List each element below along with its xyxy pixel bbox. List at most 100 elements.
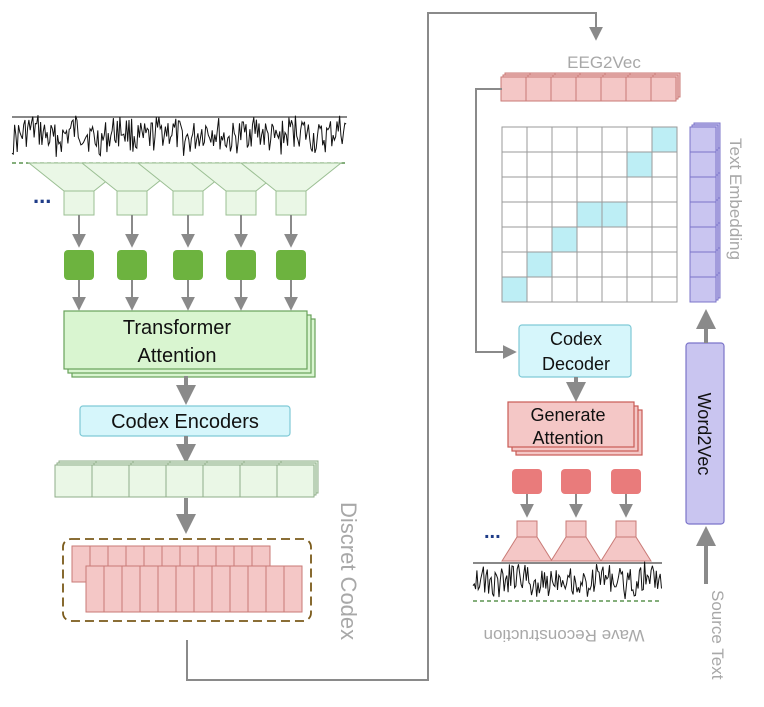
eeg2vec-vector <box>500 72 681 102</box>
matrix-cell <box>526 201 553 228</box>
deconv-kernel-box <box>615 520 637 538</box>
matrix-cell <box>626 276 653 303</box>
matrix-cell <box>651 226 678 253</box>
deconv-funnel <box>600 536 652 562</box>
matrix-cell <box>501 126 528 153</box>
codex-to-eeg2vec-connector <box>186 12 603 681</box>
matrix-cell <box>526 126 553 153</box>
matrix-cell <box>651 176 678 203</box>
matrix-cell <box>551 151 578 178</box>
matrix-cell <box>576 251 603 278</box>
matrix-cell <box>651 251 678 278</box>
deconv-kernel-box <box>516 520 538 538</box>
codex-decoder-line2: Decoder <box>542 354 610 374</box>
matrix-cell <box>601 176 628 203</box>
conv-kernel-box <box>275 190 307 216</box>
eeg2vec-cell <box>650 76 677 102</box>
matrix-cell <box>601 276 628 303</box>
codex-cell-front <box>283 565 303 613</box>
green-token <box>276 250 306 280</box>
green-token <box>173 250 203 280</box>
text-embedding-cell <box>689 176 717 203</box>
deconv-filters <box>501 520 652 562</box>
matrix-cell <box>551 176 578 203</box>
deconv-funnel <box>550 536 602 562</box>
word2vec-label: Word2Vec <box>694 393 714 476</box>
eeg2vec-cell <box>525 76 552 102</box>
transformer-label-line1: Transformer <box>123 317 232 339</box>
wave-reconstruction-label: Wave Reconstruction <box>484 626 645 645</box>
matrix-cell <box>601 126 628 153</box>
encoded-token-cell <box>202 464 241 498</box>
text-embedding-cell <box>689 201 717 228</box>
left-eeg-waveform <box>11 115 347 157</box>
matrix-cell <box>651 276 678 303</box>
matrix-cell <box>576 176 603 203</box>
eeg2vec-cell <box>600 76 627 102</box>
similarity-matrix <box>501 126 678 303</box>
matrix-cell <box>551 201 578 228</box>
text-embedding-cell <box>689 251 717 278</box>
matrix-cell <box>576 126 603 153</box>
red-token <box>512 469 542 494</box>
codex-cell-front <box>157 565 177 613</box>
matrix-cell <box>501 201 528 228</box>
matrix-cell <box>551 226 578 253</box>
codex-cell-front <box>265 565 285 613</box>
feature-tokens <box>64 215 306 311</box>
text-embedding-vector <box>689 122 721 303</box>
transformer-label-line2: Attention <box>138 345 217 367</box>
eeg2vec-cell <box>625 76 652 102</box>
encoded-token-cell <box>54 464 93 498</box>
matrix-cell <box>626 251 653 278</box>
matrix-cell <box>501 151 528 178</box>
right-ellipsis: ... <box>484 521 501 543</box>
matrix-cell <box>526 251 553 278</box>
matrix-cell <box>601 226 628 253</box>
matrix-cell <box>526 276 553 303</box>
matrix-cell <box>501 226 528 253</box>
codex-cell-front <box>175 565 195 613</box>
conv-filters <box>27 162 343 216</box>
eeg2vec-label: EEG2Vec <box>567 53 641 72</box>
matrix-cell <box>626 126 653 153</box>
matrix-cell <box>551 276 578 303</box>
codex-encoders-block: Codex Encoders <box>79 405 291 437</box>
codex-cell-front <box>247 565 267 613</box>
deconv-funnel <box>501 536 553 562</box>
deconv-kernel-box <box>565 520 587 538</box>
matrix-cell <box>576 276 603 303</box>
generate-label-line1: Generate <box>530 405 605 425</box>
codex-cell-front <box>211 565 231 613</box>
matrix-cell <box>601 151 628 178</box>
matrix-cell <box>626 151 653 178</box>
conv-kernel-box <box>225 190 257 216</box>
matrix-cell <box>626 226 653 253</box>
matrix-cell <box>526 226 553 253</box>
matrix-cell <box>651 126 678 153</box>
matrix-cell <box>601 201 628 228</box>
transformer-attention-block: Transformer Attention <box>63 310 316 378</box>
encoded-token-cell <box>239 464 278 498</box>
text-embedding-cell <box>689 126 717 153</box>
matrix-cell <box>501 176 528 203</box>
matrix-cell <box>501 251 528 278</box>
codex-decoder-line1: Codex <box>550 329 602 349</box>
green-token <box>64 250 94 280</box>
matrix-cell <box>501 276 528 303</box>
matrix-cell <box>601 251 628 278</box>
green-token <box>226 250 256 280</box>
source-text-label: Source Text <box>708 590 727 680</box>
matrix-cell <box>651 201 678 228</box>
red-token <box>561 469 591 494</box>
encoded-token-cell <box>165 464 204 498</box>
matrix-cell <box>576 201 603 228</box>
generate-attention-block: Generate Attention <box>507 401 643 456</box>
discret-codex-group <box>62 538 312 622</box>
matrix-cell <box>526 151 553 178</box>
generate-label-line2: Attention <box>532 428 603 448</box>
text-embedding-cell <box>689 226 717 253</box>
matrix-cell <box>526 176 553 203</box>
text-embedding-label: Text Embedding <box>726 138 745 260</box>
green-token <box>117 250 147 280</box>
